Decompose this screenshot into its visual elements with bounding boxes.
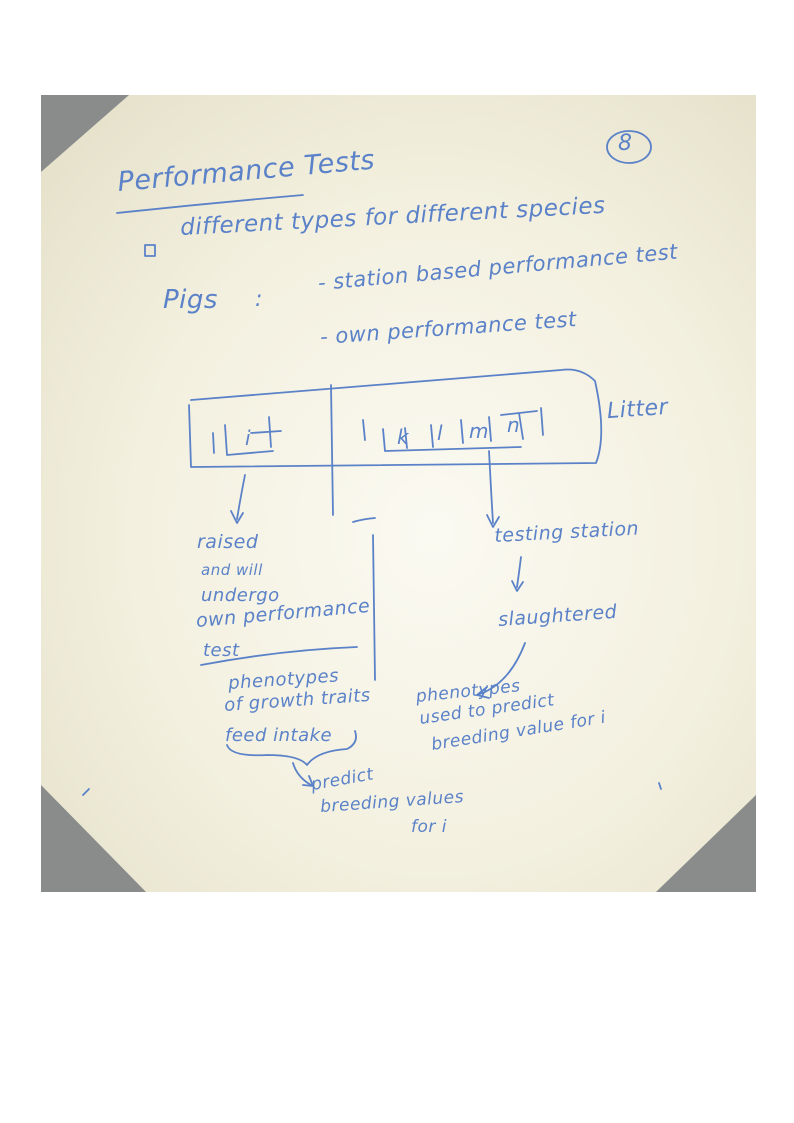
stray-mark-right <box>658 782 662 790</box>
left-line-undergo: undergo <box>201 585 280 606</box>
testing-arrow <box>511 556 524 592</box>
page-number-circle <box>606 130 652 164</box>
right-pen-lines <box>362 407 544 452</box>
litter-divider <box>330 384 334 516</box>
pig-n: n <box>507 413 521 437</box>
pig-k: k <box>397 425 410 449</box>
scanned-photo: 8 Performance Tests different types for … <box>41 95 756 892</box>
left-line-test: test <box>203 640 240 661</box>
left-line-raised: raised <box>197 531 259 553</box>
center-tick <box>352 517 376 523</box>
center-line <box>372 534 376 681</box>
stray-mark <box>82 788 90 796</box>
paper-surface <box>41 95 756 892</box>
bullet-box <box>144 244 156 257</box>
pig-i: i <box>245 426 252 450</box>
litter-label: Litter <box>606 394 670 425</box>
litter-frame <box>188 368 603 468</box>
pig-l: l <box>437 421 444 445</box>
predict-arrow <box>292 762 314 787</box>
paper-sheet <box>41 95 756 892</box>
left-feed-intake: feed intake <box>225 725 333 746</box>
predict-for-i: for i <box>411 817 448 837</box>
left-arrow <box>230 474 246 524</box>
own-test-underline <box>200 646 358 666</box>
left-line-and-will: and will <box>201 561 263 579</box>
right-arrow <box>486 450 500 528</box>
page-number: 8 <box>618 131 633 156</box>
pig-m: m <box>469 419 489 443</box>
pigs-colon: : <box>255 287 263 312</box>
pigs-label: Pigs <box>163 285 218 315</box>
heading-underline <box>116 194 304 214</box>
left-pen-lines <box>212 416 282 456</box>
slaughtered-arrow <box>476 642 526 699</box>
phenotypes-brace <box>226 730 357 766</box>
